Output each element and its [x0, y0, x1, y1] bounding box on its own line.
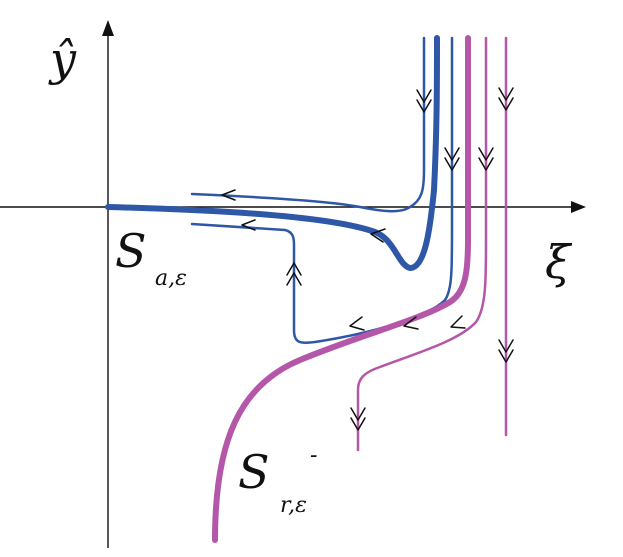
trajectory-magenta-1 — [356, 36, 488, 452]
double-arrow-down-icon — [416, 89, 432, 113]
label-s-r-main: S — [238, 445, 270, 499]
trajectory-blue-2 — [190, 36, 454, 345]
y-axis-arrowhead — [102, 20, 114, 36]
blue-trajectories — [105, 35, 454, 345]
double-arrow-down-icon — [350, 407, 366, 431]
arrow-left-icon — [370, 228, 386, 243]
slow-manifold-s-a — [105, 35, 440, 271]
double-arrow-down-icon — [498, 339, 514, 363]
label-s-r-sub: r,ε — [280, 493, 307, 518]
arrow-left-icon — [349, 316, 365, 331]
arrow-left-icon — [450, 315, 466, 329]
double-arrow-up-icon — [286, 262, 302, 286]
arrow-left-icon — [241, 219, 256, 231]
arrow-left-icon — [403, 316, 419, 330]
label-s-a: S a,ε — [115, 224, 187, 291]
label-s-r: S - r,ε — [238, 443, 317, 518]
double-arrow-down-icon — [444, 147, 460, 171]
label-s-r-sup: - — [310, 443, 317, 468]
arrow-left-icon — [221, 189, 236, 201]
label-s-a-main: S — [115, 224, 147, 278]
label-s-a-sub: a,ε — [155, 266, 187, 291]
xi-axis-arrowhead — [571, 201, 586, 213]
trajectory-blue-1 — [190, 36, 426, 213]
slow-manifold-s-r — [212, 35, 471, 543]
magenta-trajectories — [212, 35, 508, 543]
y-axis-label: ŷ — [48, 32, 77, 86]
axes — [0, 20, 586, 548]
double-arrow-down-icon — [478, 147, 494, 171]
double-arrow-down-icon — [498, 87, 514, 111]
direction-arrows — [221, 87, 514, 431]
xi-axis-label: ξ — [545, 235, 573, 289]
